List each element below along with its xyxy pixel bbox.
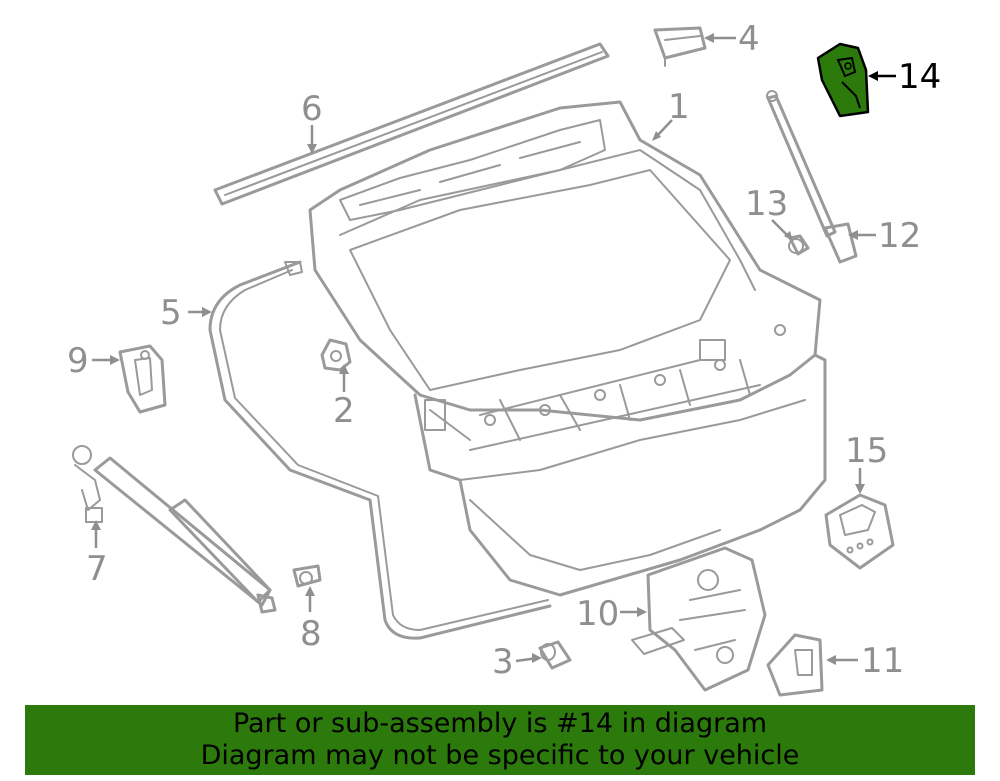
label-part-8: 8	[300, 614, 322, 654]
label-part-7: 7	[86, 549, 108, 589]
part-15-module	[824, 493, 895, 570]
part-4-clip	[653, 26, 707, 67]
label-part-2: 2	[333, 391, 355, 431]
label-part-3: 3	[492, 642, 514, 682]
label-part-15: 15	[845, 431, 888, 471]
label-part-13: 13	[745, 184, 788, 224]
part-8-bolt	[292, 564, 322, 588]
part-12-gas-strut	[766, 90, 858, 264]
banner-line-disclaimer: Diagram may not be specific to your vehi…	[200, 740, 800, 771]
label-part-4: 4	[738, 19, 760, 59]
label-part-1: 1	[668, 87, 690, 127]
part-6-spoiler-strip	[213, 42, 610, 206]
part-5-weatherstrip	[208, 260, 552, 640]
label-part-14: 14	[898, 57, 941, 97]
part-11-striker	[766, 633, 824, 697]
info-banner: Part or sub-assembly is #14 in diagram D…	[25, 705, 975, 775]
label-part-9: 9	[67, 341, 89, 381]
part-3-bumper	[538, 640, 572, 670]
part-1-liftgate	[308, 100, 827, 597]
label-part-6: 6	[301, 89, 323, 129]
part-10-latch	[631, 546, 767, 692]
banner-line-part-info: Part or sub-assembly is #14 in diagram	[232, 708, 768, 739]
label-part-11: 11	[861, 641, 904, 681]
label-part-10: 10	[576, 594, 619, 634]
part-13-bolt	[788, 234, 810, 256]
callout-arrows	[91, 33, 896, 665]
part-9-hinge	[118, 344, 167, 414]
part-2-bracket	[320, 338, 352, 372]
part-7-gas-strut	[72, 445, 277, 614]
label-part-12: 12	[878, 216, 921, 256]
parts-diagram: 1 2 3 4 5 6 7 8 9 10 11 12 13 14 15	[67, 19, 941, 697]
part-14-bracket-highlighted	[816, 42, 870, 118]
label-part-5: 5	[160, 293, 182, 333]
